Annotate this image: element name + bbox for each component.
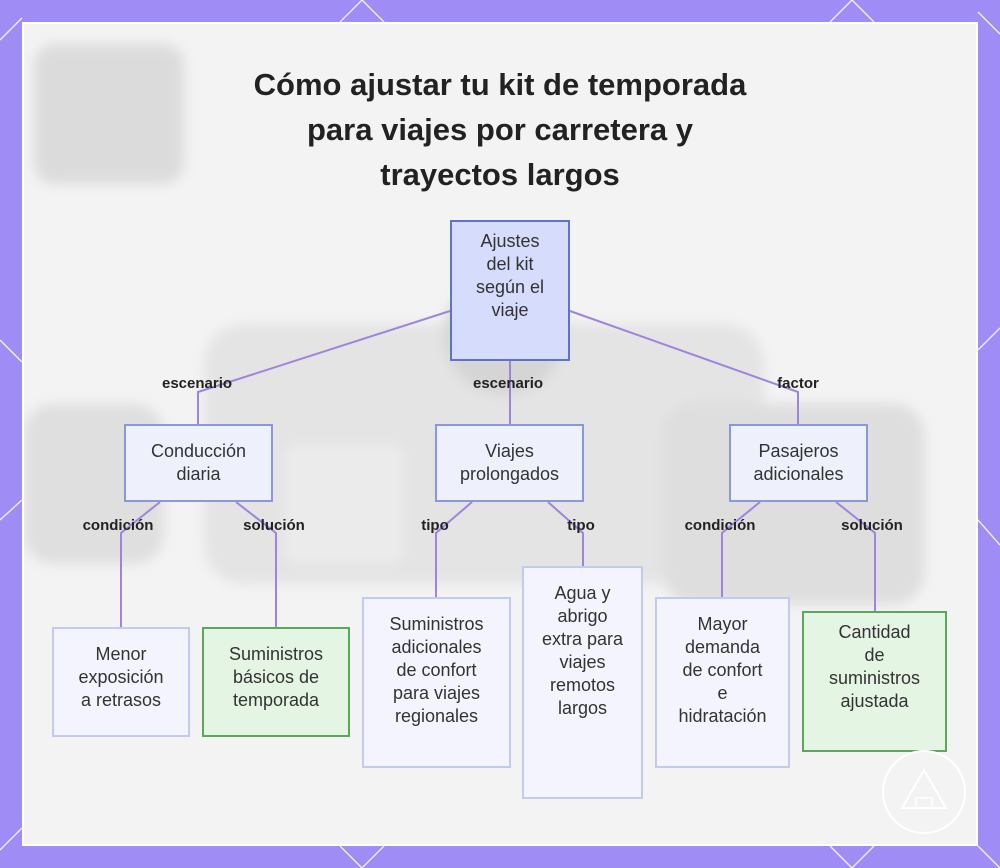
node-comfort-demand: Mayor demanda de confort e hidratación: [655, 597, 790, 768]
node-text: de confort: [657, 659, 788, 682]
node-text: abrigo: [524, 605, 641, 628]
edge-label-passengers-adjusted: solución: [841, 517, 903, 534]
node-text: largos: [524, 697, 641, 720]
node-text: Pasajeros: [731, 440, 866, 463]
edge-label-root-daily: escenario: [162, 375, 232, 392]
node-text: prolongados: [437, 463, 582, 486]
node-text: Menor: [54, 643, 188, 666]
triangle-badge-icon: [880, 748, 968, 836]
edge-root-passengers: [570, 311, 798, 424]
node-text: de confort: [364, 659, 509, 682]
node-text: Viajes: [437, 440, 582, 463]
node-adjusted-quantity: Cantidad de suministros ajustada: [802, 611, 947, 752]
node-text: adicionales: [731, 463, 866, 486]
node-text: viaje: [452, 299, 568, 322]
node-extra-passengers: Pasajeros adicionales: [729, 424, 868, 502]
edge-label-root-long: escenario: [473, 375, 543, 392]
node-text: Agua y: [524, 582, 641, 605]
node-long-trips: Viajes prolongados: [435, 424, 584, 502]
node-text: Mayor: [657, 613, 788, 636]
node-text: Conducción: [126, 440, 271, 463]
edge-root-daily: [198, 311, 450, 424]
node-text: Ajustes: [452, 230, 568, 253]
node-text: regionales: [364, 705, 509, 728]
node-text: e: [657, 682, 788, 705]
node-basic-supplies: Suministros básicos de temporada: [202, 627, 350, 737]
node-remote-water: Agua y abrigo extra para viajes remotos …: [522, 566, 643, 799]
node-regional-supplies: Suministros adicionales de confort para …: [362, 597, 511, 768]
edge-label-root-passengers: factor: [777, 375, 819, 392]
node-text: viajes: [524, 651, 641, 674]
node-text: temporada: [204, 689, 348, 712]
edge-label-daily-delay: condición: [83, 517, 154, 534]
node-text: exposición: [54, 666, 188, 689]
node-text: según el: [452, 276, 568, 299]
node-text: hidratación: [657, 705, 788, 728]
node-text: para viajes: [364, 682, 509, 705]
node-text: a retrasos: [54, 689, 188, 712]
edge-label-passengers-demand: condición: [685, 517, 756, 534]
edge-label-daily-basic: solución: [243, 517, 305, 534]
node-text: diaria: [126, 463, 271, 486]
node-text: Cantidad: [804, 621, 945, 644]
node-text: adicionales: [364, 636, 509, 659]
edge-long-remote: [548, 502, 583, 566]
node-text: básicos de: [204, 666, 348, 689]
node-text: Suministros: [204, 643, 348, 666]
edge-label-long-remote: tipo: [567, 517, 595, 534]
node-text: de: [804, 644, 945, 667]
node-text: demanda: [657, 636, 788, 659]
node-text: remotos: [524, 674, 641, 697]
node-text: ajustada: [804, 690, 945, 713]
node-text: Suministros: [364, 613, 509, 636]
node-text: extra para: [524, 628, 641, 651]
node-text: del kit: [452, 253, 568, 276]
node-less-delay: Menor exposición a retrasos: [52, 627, 190, 737]
node-text: suministros: [804, 667, 945, 690]
node-daily-driving: Conducción diaria: [124, 424, 273, 502]
node-root: Ajustes del kit según el viaje: [450, 220, 570, 361]
edge-label-long-regional: tipo: [421, 517, 449, 534]
